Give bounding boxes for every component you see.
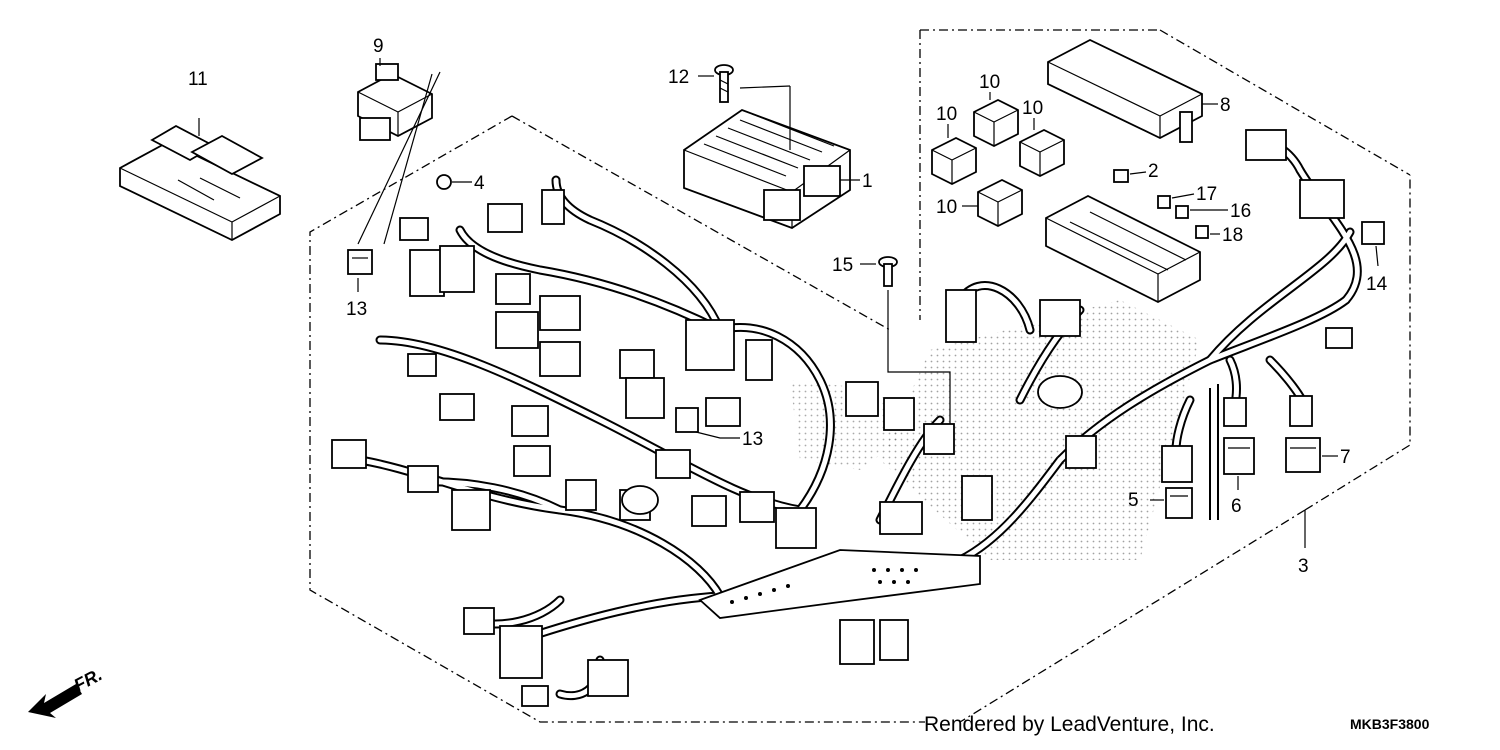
bolt-part-12[interactable] — [714, 64, 734, 103]
callout-17[interactable]: 17 — [1196, 184, 1217, 205]
fuse-part-16[interactable] — [1175, 205, 1189, 219]
leader-9-main — [383, 73, 433, 245]
callout-5[interactable]: 5 — [1128, 490, 1139, 511]
callout-13-a[interactable]: 13 — [346, 299, 367, 320]
fuse-part-17[interactable] — [1157, 195, 1171, 209]
leader-15-drop — [887, 290, 951, 428]
relay-part-10-a[interactable] — [931, 136, 977, 186]
callout-1[interactable]: 1 — [862, 171, 873, 192]
callout-3[interactable]: 3 — [1298, 556, 1309, 577]
callout-15[interactable]: 15 — [832, 255, 853, 276]
callout-12[interactable]: 12 — [668, 67, 689, 88]
callout-7[interactable]: 7 — [1340, 447, 1351, 468]
fuse-box-body[interactable] — [1045, 194, 1201, 304]
fuse-part-18[interactable] — [1195, 225, 1209, 239]
callout-11[interactable]: 11 — [188, 69, 208, 90]
callout-10-c[interactable]: 10 — [1022, 98, 1043, 119]
clip-part-4[interactable] — [436, 174, 452, 190]
main-wire-harness-part-3[interactable] — [331, 129, 1362, 707]
connector-part-7[interactable] — [1285, 437, 1321, 473]
relay-part-9[interactable] — [357, 58, 433, 141]
callout-16[interactable]: 16 — [1230, 201, 1251, 222]
leader-2 — [1129, 171, 1147, 175]
callout-4[interactable]: 4 — [474, 173, 485, 194]
relay-part-10-c[interactable] — [1019, 128, 1065, 178]
leader-9-side — [357, 71, 441, 245]
leader-13-center — [695, 431, 740, 439]
callout-8[interactable]: 8 — [1220, 95, 1231, 116]
callout-9[interactable]: 9 — [373, 36, 384, 57]
front-arrow-icon — [28, 684, 82, 718]
relay-part-10-b[interactable] — [973, 98, 1019, 148]
fuse-box-cover-part-8[interactable] — [1047, 38, 1203, 143]
callout-labels: 1 2 3 4 5 6 7 8 9 10 10 10 10 11 12 13 1… — [188, 36, 1388, 577]
callout-2[interactable]: 2 — [1148, 161, 1159, 182]
regulator-rectifier-part-1[interactable] — [683, 85, 851, 230]
clip-part-14[interactable] — [1361, 221, 1385, 245]
diagram-code: MKB3F3800 — [1350, 716, 1430, 732]
connector-part-13-center[interactable] — [675, 407, 699, 433]
fuse-part-2[interactable] — [1113, 169, 1129, 183]
callout-10-b[interactable]: 10 — [979, 72, 1000, 93]
front-direction-marker: FR. — [28, 664, 105, 718]
callout-13-b[interactable]: 13 — [742, 429, 763, 450]
assembly-outline-main-harness — [309, 29, 1411, 723]
relay-part-10-d[interactable] — [977, 178, 1023, 228]
shaded-floor — [790, 300, 1200, 560]
bolt-part-15[interactable] — [878, 256, 898, 287]
leader-14 — [1375, 245, 1379, 267]
callout-18[interactable]: 18 — [1222, 225, 1243, 246]
connector-part-5[interactable] — [1165, 487, 1193, 519]
connector-part-13-left[interactable] — [347, 249, 373, 275]
connector-part-6[interactable] — [1223, 437, 1255, 475]
control-unit-part-11[interactable] — [119, 118, 281, 242]
callout-14[interactable]: 14 — [1366, 274, 1388, 295]
render-credit: Rendered by LeadVenture, Inc. — [924, 713, 1215, 736]
callout-10-d[interactable]: 10 — [936, 197, 957, 218]
callout-6[interactable]: 6 — [1231, 496, 1242, 517]
leader-17 — [1171, 193, 1195, 199]
callout-10-a[interactable]: 10 — [936, 104, 957, 125]
